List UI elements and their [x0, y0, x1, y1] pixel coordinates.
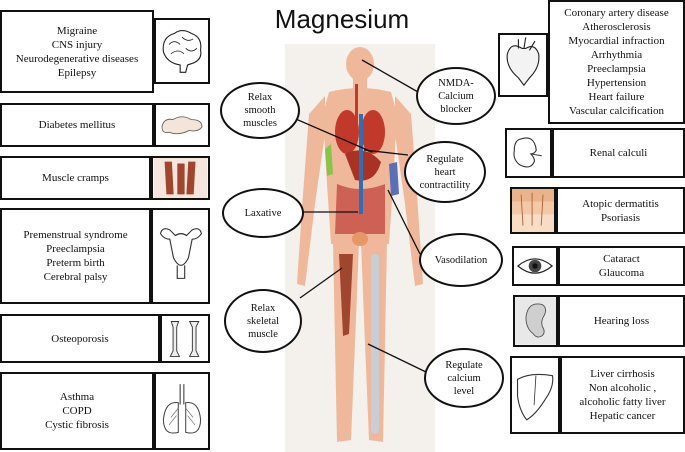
condition-box-diabetes: Diabetes mellitus [0, 103, 154, 147]
kidney-icon [505, 128, 552, 178]
condition-box-neuro: Migraine CNS injury Neurodegenerative di… [0, 10, 154, 93]
condition-box-osteoporosis: Osteoporosis [0, 314, 160, 363]
condition-box-hearing: Hearing loss [558, 295, 685, 347]
heart-icon [498, 33, 548, 97]
bone-icon [160, 314, 210, 363]
mechanism-vasodilation: Vasodilation [419, 233, 503, 287]
uterus-icon [151, 208, 210, 304]
condition-box-skin: Atopic dermatitis Psoriasis [556, 187, 685, 234]
condition-box-eye: Cataract Glaucoma [558, 246, 685, 286]
mechanism-regulate-calcium-level: Regulate calcium level [424, 348, 504, 408]
muscle-icon [151, 156, 210, 200]
mechanism-regulate-heart-contractility: Regulate heart contractility [404, 141, 486, 203]
lungs-icon [154, 372, 210, 450]
condition-box-cramps: Muscle cramps [0, 156, 151, 200]
condition-box-liver: Liver cirrhosis Non alcoholic , alcoholi… [560, 356, 685, 434]
condition-box-renal: Renal calculi [552, 128, 685, 178]
eye-icon [512, 246, 558, 286]
liver-icon [510, 356, 560, 434]
condition-box-cardiovascular: Coronary artery disease Atherosclerosis … [548, 0, 685, 124]
ear-icon [513, 295, 558, 347]
brain-icon [154, 18, 210, 84]
pancreas-icon [154, 103, 210, 147]
condition-box-respiratory: Asthma COPD Cystic fibrosis [0, 372, 154, 450]
condition-box-pregnancy: Premenstrual syndrome Preeclampsia Prete… [0, 208, 151, 304]
mechanism-relax-smooth-muscles: Relax smooth muscles [220, 82, 300, 139]
skin-icon [510, 187, 556, 234]
mechanism-nmda-calcium-blocker: NMDA- Calcium blocker [416, 67, 496, 125]
diagram-title: Magnesium [274, 4, 410, 34]
mechanism-relax-skeletal-muscle: Relax skeletal muscle [224, 289, 302, 353]
mechanism-laxative: Laxative [222, 188, 304, 238]
human-body-figure [285, 44, 435, 452]
